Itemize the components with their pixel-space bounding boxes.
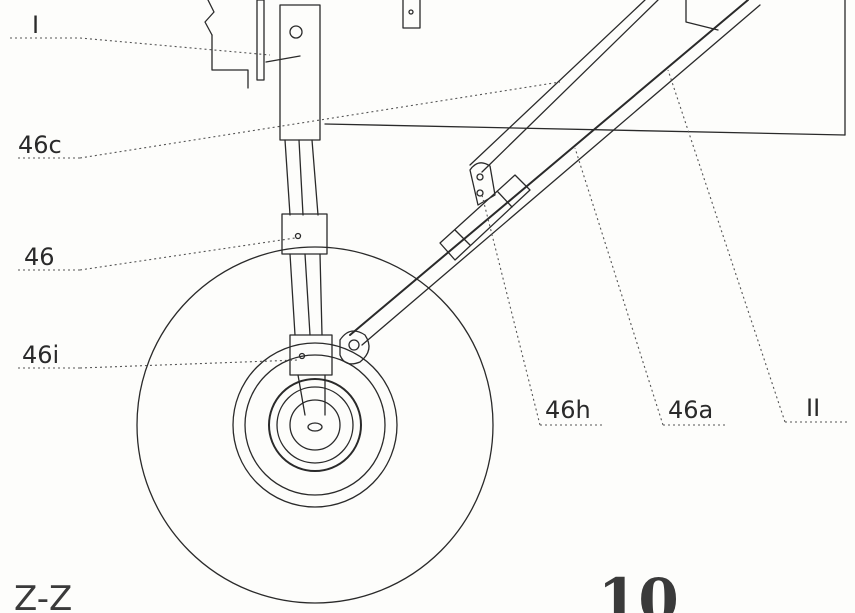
label-46a: 46a: [668, 396, 713, 424]
diagonal-tube-upper: [469, 0, 646, 166]
bracket-outline: [211, 34, 249, 89]
lower-center-line: [304, 253, 311, 336]
diagonal-tube-lower-edge: [361, 4, 761, 346]
lower-left-line: [289, 253, 296, 336]
lower-joint-lug: [339, 330, 370, 365]
leader-lines: [10, 37, 850, 426]
leader-46: [79, 237, 296, 271]
strut-center-line: [298, 139, 304, 216]
hub-outer: [268, 378, 362, 472]
strut-right-line: [311, 139, 319, 216]
strut-left-line: [284, 139, 291, 216]
page-number: 10: [598, 566, 679, 613]
label-46: 46: [24, 243, 55, 271]
upper-mount: [685, 0, 719, 31]
leader-46i: [79, 359, 299, 369]
top-fitting-bolt: [408, 9, 414, 15]
label-II: II: [806, 394, 820, 422]
leader-46c: [79, 81, 561, 159]
upper-joint-bolt-1: [476, 173, 484, 181]
leader-46h: [481, 194, 541, 426]
actuator-sleeve: [439, 174, 531, 261]
leader-II: [667, 69, 786, 423]
upper-cylinder: [279, 4, 321, 141]
sleeve-ring-2: [497, 191, 513, 208]
collar-bolt: [294, 232, 302, 240]
leader-I: [79, 37, 271, 56]
hub-middle: [276, 386, 354, 464]
break-line: [204, 0, 215, 36]
label-46h: 46h: [545, 396, 591, 424]
middle-collar: [281, 213, 328, 255]
upper-joint-lug: [469, 162, 496, 206]
label-46c: 46c: [18, 131, 62, 159]
axle: [307, 422, 323, 432]
upper-pivot-bolt: [289, 25, 303, 39]
fork-bolt: [298, 352, 306, 360]
diagonal-tube-lower: [349, 0, 749, 336]
fork-leg-left: [297, 374, 306, 416]
diagonal-strut: [339, 0, 761, 365]
wheel: [136, 246, 494, 604]
fuselage-structure: [204, 0, 846, 136]
fuselage-floor-line: [324, 123, 846, 136]
sleeve-ring-1: [454, 229, 471, 246]
lower-right-line: [319, 253, 323, 336]
upper-joint-bolt-2: [476, 189, 484, 197]
diagonal-tube-upper-edge: [481, 0, 659, 173]
view-label: Z-Z: [14, 579, 72, 613]
hub-inner: [289, 399, 341, 451]
rim-outer: [232, 342, 398, 508]
rim-inner: [244, 354, 386, 496]
label-I: I: [32, 11, 39, 39]
label-46i: 46i: [22, 341, 59, 369]
pivot-link: [265, 55, 301, 63]
oleo-strut: [256, 0, 333, 416]
tire-outline: [136, 246, 494, 604]
axle-fork: [289, 334, 333, 376]
lower-joint-bolt: [348, 339, 360, 351]
leader-46a: [574, 147, 664, 426]
callout-labels: I 46c 46 46i 46h 46a II: [18, 11, 820, 424]
hinge-plate: [256, 0, 265, 81]
top-fitting: [402, 0, 421, 29]
